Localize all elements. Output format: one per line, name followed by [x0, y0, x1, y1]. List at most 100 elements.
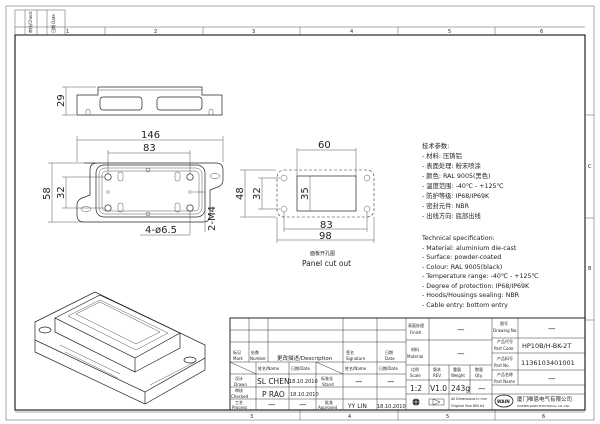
- label-date-hdr: 日期/Date: [291, 365, 310, 371]
- dim-hole-spacing-32: 32: [56, 186, 67, 199]
- checked-name: P RAO: [262, 390, 285, 399]
- approved-name: YY LIN: [347, 403, 367, 410]
- label-part-no: Part No.: [494, 363, 510, 368]
- label-approved: Approved: [318, 405, 338, 410]
- dims-note-2: Original Size DIN A4: [451, 404, 484, 408]
- top-view: 146 83 58 32 4-ø6.5 2-M4: [42, 130, 224, 236]
- checked-date: 18.10.2010: [290, 392, 319, 398]
- label-finish: Finish: [410, 330, 422, 335]
- label-stand: Stand: [322, 382, 334, 387]
- part-no-value: 1136103401001: [521, 359, 575, 367]
- label-drawn-cn: 设计: [235, 375, 243, 381]
- spec-cn-item: - 颜色: RAL 9005(黑色): [422, 171, 490, 180]
- label-date-cn: 日期: [385, 349, 393, 355]
- side-view: 29: [56, 86, 223, 116]
- label-material: Material: [407, 354, 423, 359]
- label-drawn: Drawn: [234, 382, 247, 387]
- hole-callout: 4-ø6.5: [145, 225, 177, 236]
- panel-cutout-view: 60 35 83 98 48 32 面板开孔图 Panel cut out: [235, 140, 375, 268]
- zone-top-6: 6: [540, 29, 543, 35]
- company-en: XIAMEN WAIN ELECTRICAL CO.,LTD: [517, 404, 570, 408]
- spec-cn-item: - 出线方向: 底部出线: [422, 211, 481, 220]
- label-description: 更改描述/Description: [277, 354, 333, 362]
- spec-cn-item: - 密封元件: NBR: [422, 201, 470, 210]
- label-process: Process: [232, 405, 247, 410]
- zone-bottom-3: 3: [250, 414, 253, 420]
- label-material-cn: 材料: [411, 346, 419, 352]
- caption-en: Panel cut out: [302, 259, 351, 268]
- part-name-value: —: [548, 374, 556, 383]
- spec-en-item: - Hoods/Housings sealing: NBR: [422, 292, 520, 299]
- company-cn: 厦门唯恩电气有限公司: [517, 395, 572, 403]
- label-checked: Checked: [231, 394, 249, 399]
- dim-width-58: 58: [42, 187, 53, 200]
- part-code-value: HP10B/H-BK-2T: [522, 342, 571, 350]
- spec-cn-item: - 温度范围: -40℃ - +125℃: [422, 181, 504, 190]
- qty-value: —: [478, 384, 486, 393]
- dim-cut-height-35: 35: [300, 187, 311, 200]
- zone-top-1: 1: [66, 29, 69, 35]
- zone-bottom-5: 5: [446, 414, 449, 420]
- label-qty-cn: 数量: [475, 366, 483, 372]
- label-checked-cn: 审核: [235, 387, 243, 393]
- label-weight-cn: 重量: [453, 366, 461, 372]
- label-part-code-cn: 产品代号: [497, 338, 513, 344]
- zone-top-5: 5: [448, 29, 451, 35]
- zone-top-4: 4: [350, 29, 353, 35]
- spec-en-item: - Surface: powder-coated: [422, 254, 501, 261]
- label-number: Number: [250, 356, 266, 361]
- label-signature: Signature: [346, 356, 366, 361]
- zone-bottom-6: 6: [542, 414, 545, 420]
- label-number-cn: 处数: [251, 349, 259, 355]
- technical-specs-en: Technical specification: - Material: alu…: [421, 235, 539, 309]
- corner-label-date: 日期 Date: [50, 14, 56, 33]
- drawn-name: SL CHEN: [257, 377, 290, 386]
- label-date-hdr-2: 日期/Date: [379, 365, 398, 371]
- zone-bottom-4: 4: [348, 414, 351, 420]
- label-mark-cn: 标记: [233, 349, 241, 355]
- label-name-2: 姓名/Name: [345, 365, 367, 371]
- zone-right-b: B: [588, 266, 592, 272]
- spec-cn-title: 技术参数:: [422, 141, 449, 150]
- label-qty: Qty.: [475, 373, 483, 378]
- process-date: —: [299, 400, 307, 409]
- dims-note-1: All Dimensions in mm: [451, 397, 487, 401]
- spec-en-item: - Degree of protection: IP68/IP69K: [422, 283, 530, 290]
- spec-en-item: - Temperature range: -40℃ - +125℃: [422, 273, 539, 280]
- logo-text: WAIN: [497, 399, 510, 404]
- company-logo: WAIN: [494, 394, 514, 408]
- label-drawing-no-cn: 图号: [500, 320, 508, 326]
- label-rev: REV.: [433, 373, 442, 378]
- inner-border: [14, 34, 586, 411]
- process-name: —: [268, 400, 276, 409]
- spec-cn-item: - 防护等级: IP68/IP69K: [422, 191, 490, 200]
- dim-panel-height-48: 48: [235, 187, 246, 200]
- label-part-no-cn: 产品料号: [497, 355, 513, 361]
- stand-name: —: [355, 377, 363, 386]
- label-stand-cn: 标准化: [321, 375, 333, 381]
- isometric-view: [34, 291, 206, 405]
- label-finish-cn: 表面处理: [408, 322, 424, 328]
- caption-cn: 面板开孔图: [310, 250, 335, 257]
- corner-label-check: 审核/Check: [27, 11, 33, 33]
- label-weight: Weight: [451, 373, 465, 378]
- finish-value: —: [457, 325, 465, 334]
- zone-right-c: C: [588, 164, 592, 170]
- projection-symbol-icon: [410, 396, 445, 408]
- spec-en-item: - Colour: RAL 9005(black): [422, 264, 502, 271]
- dim-panel-hole-spacing-83: 83: [320, 220, 333, 231]
- label-rev-cn: 版本: [433, 366, 441, 372]
- rev-value: V1.0: [430, 384, 447, 393]
- material-value: —: [457, 349, 465, 358]
- approved-date: 18.10.2010: [377, 404, 406, 410]
- label-process-cn: 工艺: [235, 400, 243, 405]
- dim-length-146: 146: [141, 130, 160, 141]
- spec-en-item: - Cable entry: bottom entry: [422, 302, 508, 309]
- dim-cut-width-60: 60: [318, 140, 331, 151]
- label-part-name: Part Name: [494, 379, 516, 384]
- zone-top-2: 2: [154, 29, 157, 35]
- scale-value: 1:2: [410, 384, 422, 393]
- drawn-date: 18.10.2010: [289, 379, 318, 385]
- weight-value: 243g: [451, 384, 470, 393]
